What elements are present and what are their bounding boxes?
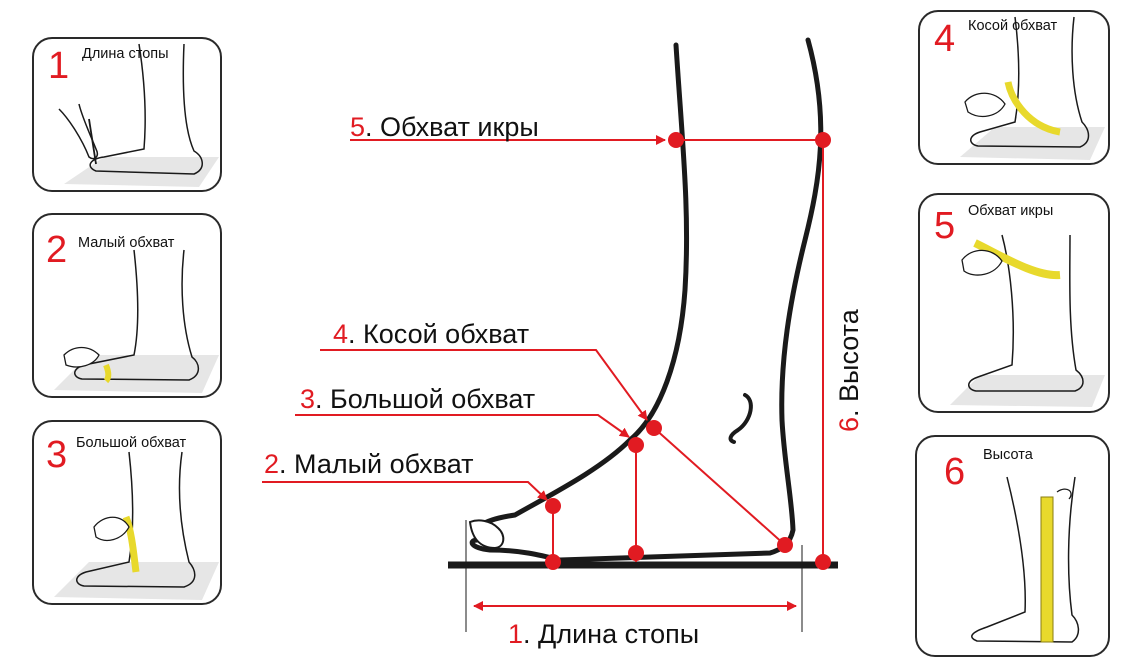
card-number: 2 <box>46 229 68 271</box>
card-number: 1 <box>48 45 70 87</box>
card-label: Длина стопы <box>82 46 169 62</box>
card-oblique-girth: 4 Косой обхват <box>918 10 1110 165</box>
card-height: 6 Высота <box>915 435 1110 657</box>
main-foot-diagram: 5. Обхват икры 4. Косой обхват 3. Большо… <box>262 37 864 649</box>
calf-girth-illustration <box>950 234 1105 407</box>
foot-length-illustration <box>58 43 219 187</box>
small-girth-label: 2. Малый обхват <box>264 449 474 479</box>
toe-icon <box>468 519 505 550</box>
foot-length-label: 1. Длина стопы <box>508 619 699 649</box>
card-number: 5 <box>934 205 956 247</box>
card-label: Малый обхват <box>78 235 175 251</box>
card-label: Большой обхват <box>76 435 187 451</box>
calf-girth-label: 5. Обхват икры <box>350 112 539 142</box>
measurement-points <box>545 132 831 570</box>
large-girth-illustration <box>54 451 219 600</box>
small-girth-pointer <box>262 481 548 501</box>
height-label: 6. Высота <box>834 308 864 432</box>
card-label: Косой обхват <box>968 18 1058 34</box>
large-girth-label: 3. Большой обхват <box>300 384 535 414</box>
foot-outline <box>469 37 824 563</box>
card-number: 6 <box>944 451 966 493</box>
card-foot-length: 1 Длина стопы <box>32 37 222 192</box>
card-small-girth: 2 Малый обхват <box>32 213 222 398</box>
oblique-girth-label: 4. Косой обхват <box>333 319 529 349</box>
card-large-girth: 3 Большой обхват <box>32 420 222 605</box>
height-illustration <box>971 476 1080 643</box>
card-number: 4 <box>934 18 956 60</box>
card-number: 3 <box>46 434 68 476</box>
card-label: Обхват икры <box>968 203 1054 219</box>
oblique-girth-illustration <box>960 16 1105 160</box>
large-girth-pointer <box>295 414 630 438</box>
card-calf-girth: 5 Обхват икры <box>918 193 1110 413</box>
card-label: Высота <box>983 447 1033 463</box>
oblique-girth-pointer <box>320 349 648 421</box>
oblique-girth-line <box>653 427 786 546</box>
small-girth-illustration <box>54 249 219 393</box>
